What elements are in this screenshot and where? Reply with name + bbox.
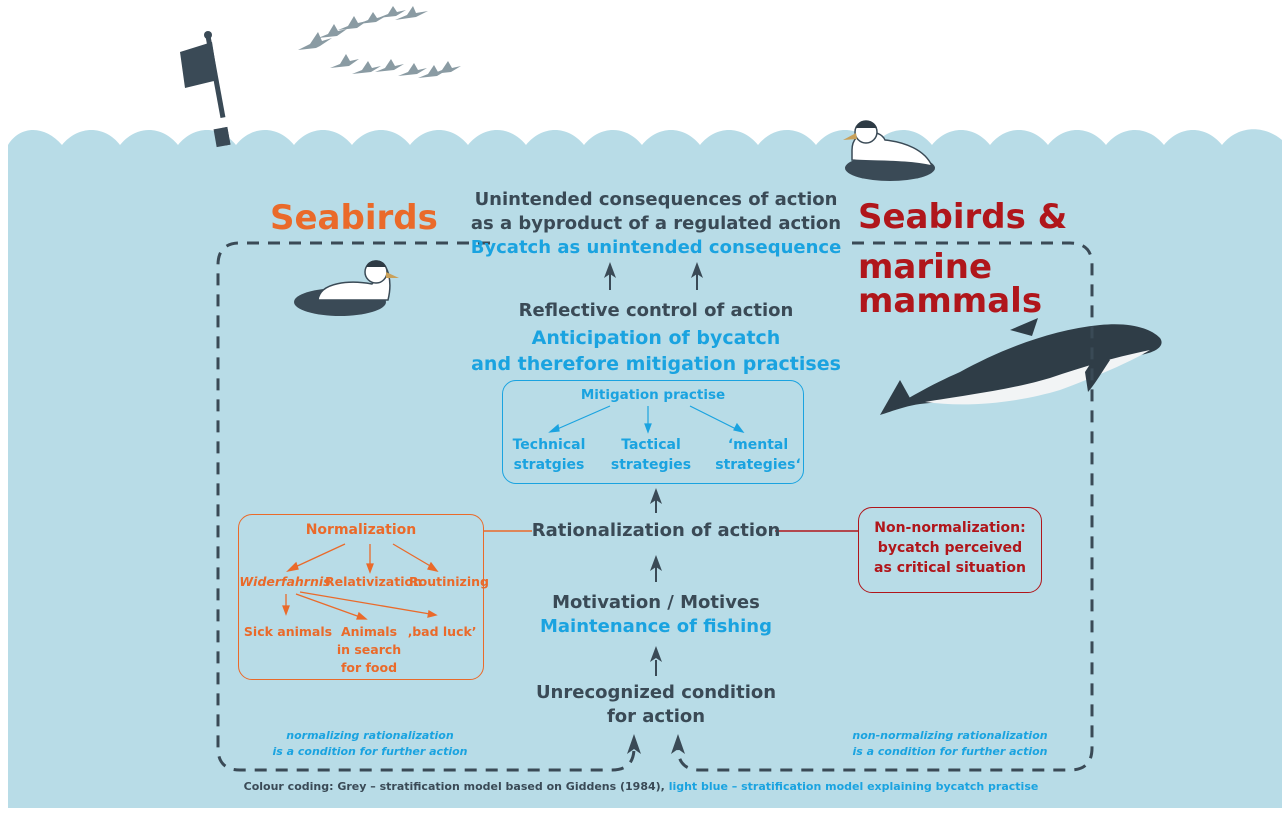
text-line: ‘mental <box>727 437 789 453</box>
feedback-loop-right <box>676 241 1094 772</box>
up-arrow <box>604 262 703 754</box>
text-line: as a byproduct of a regulated action <box>470 213 842 234</box>
text-line: is a condition for further action <box>272 745 468 758</box>
mitigation-item: Technical stratgies <box>505 435 593 475</box>
sick-animals: Sick animals <box>243 624 333 639</box>
non-normalizing-rationalization-note: non-normalizing rationalization is a con… <box>830 728 1070 760</box>
text-line: Maintenance of fishing <box>540 616 772 637</box>
motivation-motives: Motivation / Motives Maintenance of fish… <box>506 591 806 639</box>
normalization-title: Normalization <box>305 522 417 538</box>
normalizing-rationalization-note: normalizing rationalization is a conditi… <box>250 728 490 760</box>
text-line: Non-normalization: <box>874 520 1026 536</box>
text-line: normalizing rationalization <box>286 729 454 742</box>
normalization-box: Normalization Widerfahrnis Relativizatio… <box>238 514 489 680</box>
text-line: Bycatch as unintended consequence <box>470 237 842 258</box>
porpoise-icon <box>880 318 1162 415</box>
eider-duck-icon <box>843 120 935 181</box>
text-line: Unrecognized condition <box>535 682 777 703</box>
text-line: is a condition for further action <box>852 745 1048 758</box>
legend-light-blue: light blue – stratification model explai… <box>664 780 1039 793</box>
text-line: Tactical <box>621 437 681 453</box>
normalization-arrows <box>282 543 439 620</box>
text-line: non-normalizing rationalization <box>852 729 1048 742</box>
rationalization-of-action: Rationalization of action <box>531 520 781 541</box>
header-line: mammals <box>858 281 1043 321</box>
feedback-loop-left <box>216 241 636 772</box>
seabirds-header: Seabirds <box>270 198 438 238</box>
non-normalization-box: Non-normalization: bycatch perceived as … <box>858 507 1042 593</box>
text-line: and therefore mitigation practises <box>471 353 841 375</box>
text-line: Motivation / Motives <box>552 592 760 613</box>
relativization: Relativization <box>325 574 422 589</box>
widerfahrnis: Widerfahrnis <box>239 574 331 589</box>
text-line: bycatch perceived <box>877 540 1023 556</box>
unrecognized-condition: Unrecognized condition for action <box>506 681 806 729</box>
colour-coding-legend: Colour coding: Grey – stratification mod… <box>0 780 1282 793</box>
seabirds-marine-mammals-header: Seabirds & marine mammals <box>858 194 1118 324</box>
text-line: stratgies <box>513 457 585 473</box>
header-line: Seabirds & <box>858 197 1068 237</box>
non-normalization-text: Non-normalization: bycatch perceived as … <box>859 518 1041 578</box>
text-line: for action <box>606 706 706 727</box>
reflective-control: Reflective control of action Anticipatio… <box>456 299 856 377</box>
mitigation-practise-box: Mitigation practise Technical stratgies … <box>502 380 804 484</box>
animals-in-search-for-food: Animals in search for food <box>331 623 407 677</box>
mitigation-item: Tactical strategies <box>607 435 695 475</box>
eider-duck-icon <box>294 260 399 316</box>
buoy-flag-icon <box>180 31 231 148</box>
bad-luck: ‚bad luck’ <box>407 624 477 639</box>
text-line: in search <box>336 642 402 657</box>
text-line: for food <box>340 660 398 675</box>
bird-flock-icon <box>298 6 461 78</box>
text-line: Technical <box>512 437 586 453</box>
routinizing: Routinizing <box>409 574 489 589</box>
text-line: as critical situation <box>874 560 1026 576</box>
legend-grey: Colour coding: Grey – stratification mod… <box>243 780 665 793</box>
text-line: strategies <box>610 457 692 473</box>
text-line: Animals <box>340 624 398 639</box>
unintended-consequences: Unintended consequences of action as a b… <box>456 188 856 260</box>
text-line: Unintended consequences of action <box>474 189 838 210</box>
text-line: strategies‘ <box>715 457 801 473</box>
mitigation-title: Mitigation practise <box>580 387 726 403</box>
header-line: marine <box>858 247 993 287</box>
text-line: Anticipation of bycatch <box>531 327 781 349</box>
mitigation-arrows <box>548 405 745 434</box>
mitigation-item: ‘mental strategies‘ <box>711 435 805 475</box>
text-line: Reflective control of action <box>518 300 794 321</box>
